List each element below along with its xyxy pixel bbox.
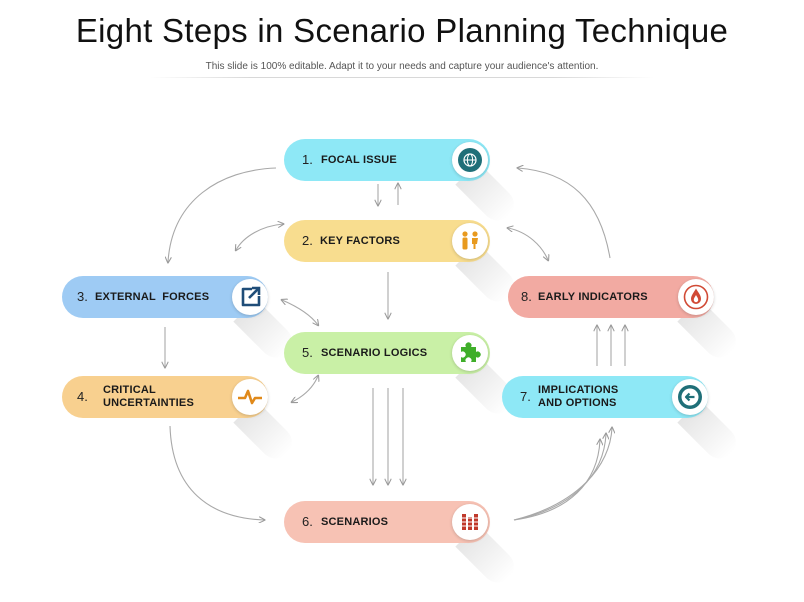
- step-label-line: AND OPTIONS: [538, 397, 617, 409]
- step-focal-issue: 1. FOCAL ISSUE: [284, 139, 490, 181]
- step-label: SCENARIO LOGICS: [321, 347, 428, 359]
- step-number: 8.: [521, 289, 532, 304]
- step-scenario-logics: 5. SCENARIO LOGICS: [284, 332, 490, 374]
- arrow-focal-to-external: [168, 167, 277, 262]
- badge: [678, 279, 714, 315]
- step-number: 4.: [77, 389, 88, 404]
- step-number: 6.: [302, 514, 313, 529]
- step-number: 7.: [520, 389, 531, 404]
- badge: [232, 379, 268, 415]
- people-icon: [462, 231, 478, 250]
- arrow-critical-logics: [292, 376, 318, 402]
- badge: [672, 379, 708, 415]
- step-label: IMPLICATIONS AND OPTIONS: [538, 384, 618, 410]
- step-critical-uncertainties: 4. CRITICAL UNCERTAINTIES: [62, 376, 268, 418]
- external-link-icon: [241, 286, 261, 307]
- step-number: 2.: [302, 233, 313, 248]
- arrow-factors-indicators: [508, 228, 548, 260]
- arrow-factors-external: [236, 224, 283, 250]
- step-label-line: UNCERTAINTIES: [103, 397, 195, 409]
- badge: [452, 504, 488, 540]
- arrow-scenarios-to-implications: [513, 428, 612, 521]
- title-divider: [150, 77, 654, 78]
- arrow-scenarios-to-implications: [513, 440, 600, 521]
- step-label: EARLY INDICATORS: [538, 291, 648, 303]
- step-number: 1.: [302, 152, 313, 167]
- globe-icon: [458, 148, 482, 172]
- step-label-line: IMPLICATIONS: [538, 384, 619, 396]
- arrow-external-logics: [282, 300, 318, 325]
- step-external-forces: 3. EXTERNAL FORCES: [62, 276, 268, 318]
- page-subtitle: This slide is 100% editable. Adapt it to…: [205, 61, 599, 72]
- step-label: CRITICAL UNCERTAINTIES: [103, 384, 194, 410]
- step-number: 3.: [77, 289, 88, 304]
- step-implications-and-options: 7. IMPLICATIONS AND OPTIONS: [502, 376, 708, 418]
- step-label-line: CRITICAL: [103, 384, 156, 396]
- arrow-critical-to-scenarios: [169, 425, 264, 520]
- flame-icon: [683, 284, 709, 310]
- badge: [232, 279, 268, 315]
- step-scenarios: 6. SCENARIOS: [284, 501, 490, 543]
- back-arrow-icon: [678, 385, 702, 409]
- badge: [452, 223, 488, 259]
- step-key-factors: 2. KEY FACTORS: [284, 220, 490, 262]
- step-label: EXTERNAL FORCES: [95, 291, 210, 303]
- step-number: 5.: [302, 345, 313, 360]
- step-label: FOCAL ISSUE: [321, 154, 397, 166]
- step-label: KEY FACTORS: [320, 235, 401, 247]
- step-label: SCENARIOS: [321, 516, 389, 528]
- arrow-scenarios-to-implications: [513, 434, 606, 521]
- puzzle-icon: [461, 342, 481, 362]
- badge: [452, 335, 488, 371]
- page-title: Eight Steps in Scenario Planning Techniq…: [75, 12, 729, 49]
- step-early-indicators: 8. EARLY INDICATORS: [508, 276, 714, 318]
- pulse-icon: [238, 389, 262, 405]
- arrow-indicators-to-focal: [518, 168, 611, 259]
- chart-icon: [461, 514, 479, 530]
- badge: [452, 142, 488, 178]
